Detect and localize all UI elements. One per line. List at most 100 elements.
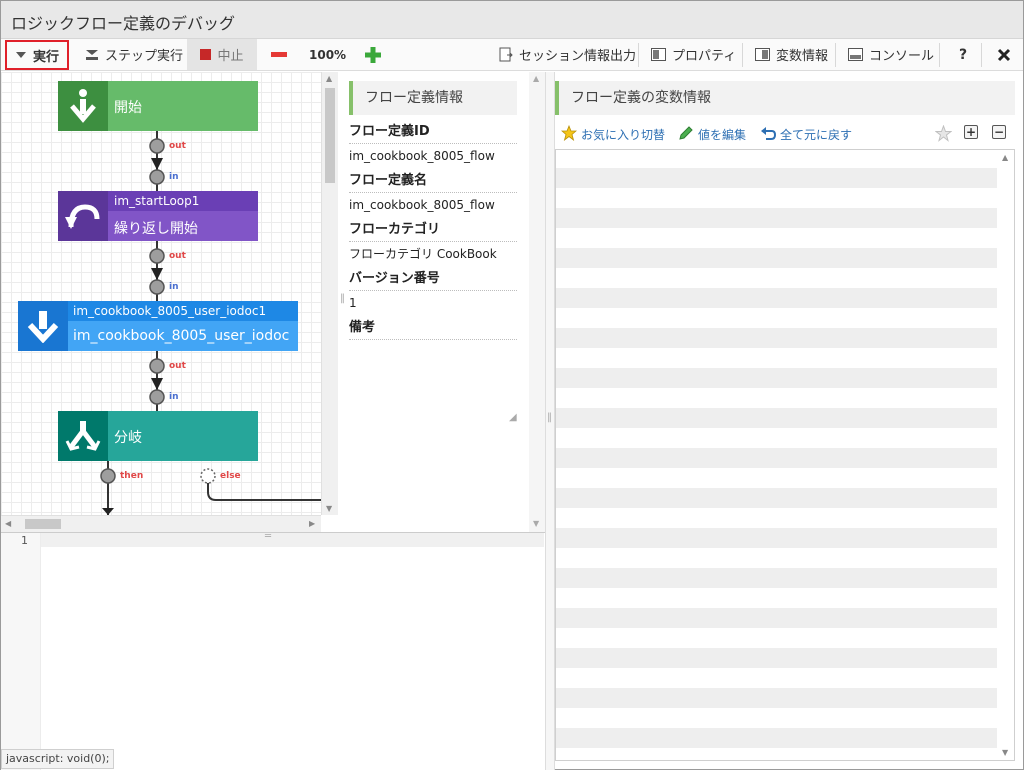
toolbar-separator xyxy=(742,43,743,67)
scrollbar-thumb[interactable] xyxy=(25,519,61,529)
scroll-right-icon[interactable]: ▶ xyxy=(309,519,316,528)
stop-icon xyxy=(200,49,212,60)
node-title: im_cookbook_8005_user_iodoc1 xyxy=(73,304,267,318)
toolbar-separator xyxy=(939,43,940,67)
star-icon xyxy=(560,124,578,144)
panel-icon xyxy=(755,48,770,61)
table-row[interactable] xyxy=(556,648,997,668)
edit-value-link[interactable]: 値を編集 xyxy=(678,125,746,144)
zoom-out-button[interactable] xyxy=(265,39,293,70)
info-key-flow-name: フロー定義名 xyxy=(349,169,517,193)
info-value-flow-id: im_cookbook_8005_flow xyxy=(349,149,495,163)
flow-node-loop-start[interactable]: im_startLoop1 繰り返し開始 xyxy=(58,191,258,241)
table-row[interactable] xyxy=(556,608,997,628)
scroll-left-icon[interactable]: ◀ xyxy=(5,519,12,528)
reset-all-link[interactable]: 全て元に戻す xyxy=(760,125,852,144)
flow-connectors xyxy=(100,131,321,515)
table-row[interactable] xyxy=(556,528,997,548)
node-label: 開始 xyxy=(114,100,142,116)
table-row[interactable] xyxy=(556,508,997,528)
scroll-up-icon[interactable]: ▲ xyxy=(326,74,333,83)
scroll-down-icon[interactable]: ▼ xyxy=(326,504,333,513)
table-row[interactable] xyxy=(556,408,997,428)
table-row[interactable] xyxy=(556,548,997,568)
close-icon xyxy=(997,48,1011,62)
scroll-down-icon[interactable]: ▼ xyxy=(1002,748,1009,757)
splitter-grip[interactable]: ‖ xyxy=(547,412,552,423)
step-run-button[interactable]: ステップ実行 xyxy=(79,39,189,70)
variables-label: 変数情報 xyxy=(776,49,829,64)
info-value-category: フローカテゴリ CookBook xyxy=(349,247,497,261)
editor-resize-grip[interactable]: ═ xyxy=(265,531,272,542)
favorite-star-button[interactable] xyxy=(934,124,953,145)
session-output-button[interactable]: セッション情報出力 xyxy=(493,39,642,70)
table-row[interactable] xyxy=(556,688,997,708)
console-button[interactable]: コンソール xyxy=(842,39,940,70)
scroll-down-icon[interactable]: ▼ xyxy=(533,519,540,528)
table-row[interactable] xyxy=(556,668,997,688)
step-run-label: ステップ実行 xyxy=(105,49,184,64)
stop-button[interactable]: 中止 xyxy=(187,39,257,70)
favorite-toggle-link[interactable]: お気に入り切替 xyxy=(560,124,665,144)
flow-canvas[interactable]: out in out in out in then else 開始 im_sta… xyxy=(1,72,321,515)
help-button[interactable]: ? xyxy=(959,46,968,63)
node-title-bar xyxy=(58,191,258,211)
zoom-in-button[interactable] xyxy=(359,39,387,70)
flow-node-start[interactable]: 開始 xyxy=(58,81,258,131)
table-row[interactable] xyxy=(556,328,997,348)
port-in-label: in xyxy=(169,172,179,182)
properties-button[interactable]: プロパティ xyxy=(645,39,742,70)
canvas-vertical-scrollbar[interactable]: ▲ ▼ xyxy=(321,72,338,515)
table-row[interactable] xyxy=(556,568,997,588)
resize-grip-icon[interactable]: ◢ xyxy=(509,412,517,423)
expand-all-button[interactable]: + xyxy=(964,125,978,139)
table-row[interactable] xyxy=(556,708,997,728)
collapse-all-button[interactable]: − xyxy=(992,125,1006,139)
port-then-label: then xyxy=(120,471,144,481)
info-panel-scrollbar[interactable]: ▲ ▼ xyxy=(529,72,545,532)
table-row[interactable] xyxy=(556,268,997,288)
node-title-bar xyxy=(18,301,298,321)
table-row[interactable] xyxy=(556,588,997,608)
table-row[interactable] xyxy=(556,468,997,488)
table-row[interactable] xyxy=(556,628,997,648)
table-row[interactable] xyxy=(556,348,997,368)
table-row[interactable] xyxy=(556,208,997,228)
table-row[interactable] xyxy=(556,748,997,760)
table-row[interactable] xyxy=(556,428,997,448)
table-row[interactable] xyxy=(556,188,997,208)
canvas-horizontal-scrollbar[interactable]: ◀ ▶ xyxy=(1,515,321,532)
info-value-remarks xyxy=(349,340,517,365)
scrollbar-thumb[interactable] xyxy=(325,88,335,183)
scroll-up-icon[interactable]: ▲ xyxy=(533,74,540,83)
close-button[interactable] xyxy=(991,39,1017,70)
table-row[interactable] xyxy=(556,368,997,388)
table-row[interactable] xyxy=(556,308,997,328)
script-editor[interactable]: 1 ═ xyxy=(1,531,545,770)
table-row[interactable] xyxy=(556,488,997,508)
console-label: コンソール xyxy=(869,49,935,64)
table-row[interactable] xyxy=(556,448,997,468)
flow-node-user-iodoc[interactable]: im_cookbook_8005_user_iodoc1 im_cookbook… xyxy=(18,301,298,351)
variables-grid[interactable]: ▲ ▼ xyxy=(555,149,1015,761)
table-row[interactable] xyxy=(556,228,997,248)
run-button[interactable]: 実行 xyxy=(5,40,69,70)
info-key-version: バージョン番号 xyxy=(349,267,517,291)
table-row[interactable] xyxy=(556,248,997,268)
panel-splitter-grip[interactable]: ‖ xyxy=(340,293,345,304)
port-in-label: in xyxy=(169,282,179,292)
scroll-up-icon[interactable]: ▲ xyxy=(1002,153,1009,162)
vertical-splitter[interactable]: ‖ xyxy=(545,72,555,770)
flow-node-branch[interactable]: 分岐 xyxy=(58,411,258,461)
branch-icon xyxy=(58,411,108,461)
table-row[interactable] xyxy=(556,388,997,408)
start-arrow-icon xyxy=(58,81,108,131)
zoom-level: 100% xyxy=(309,47,347,62)
variables-scrollbar[interactable]: ▲ ▼ xyxy=(997,150,1014,760)
table-row[interactable] xyxy=(556,728,997,748)
table-row[interactable] xyxy=(556,288,997,308)
table-row[interactable] xyxy=(556,168,997,188)
port-else-label: else xyxy=(220,471,241,481)
variables-button[interactable]: 変数情報 xyxy=(749,39,834,70)
panel-icon xyxy=(651,48,666,61)
